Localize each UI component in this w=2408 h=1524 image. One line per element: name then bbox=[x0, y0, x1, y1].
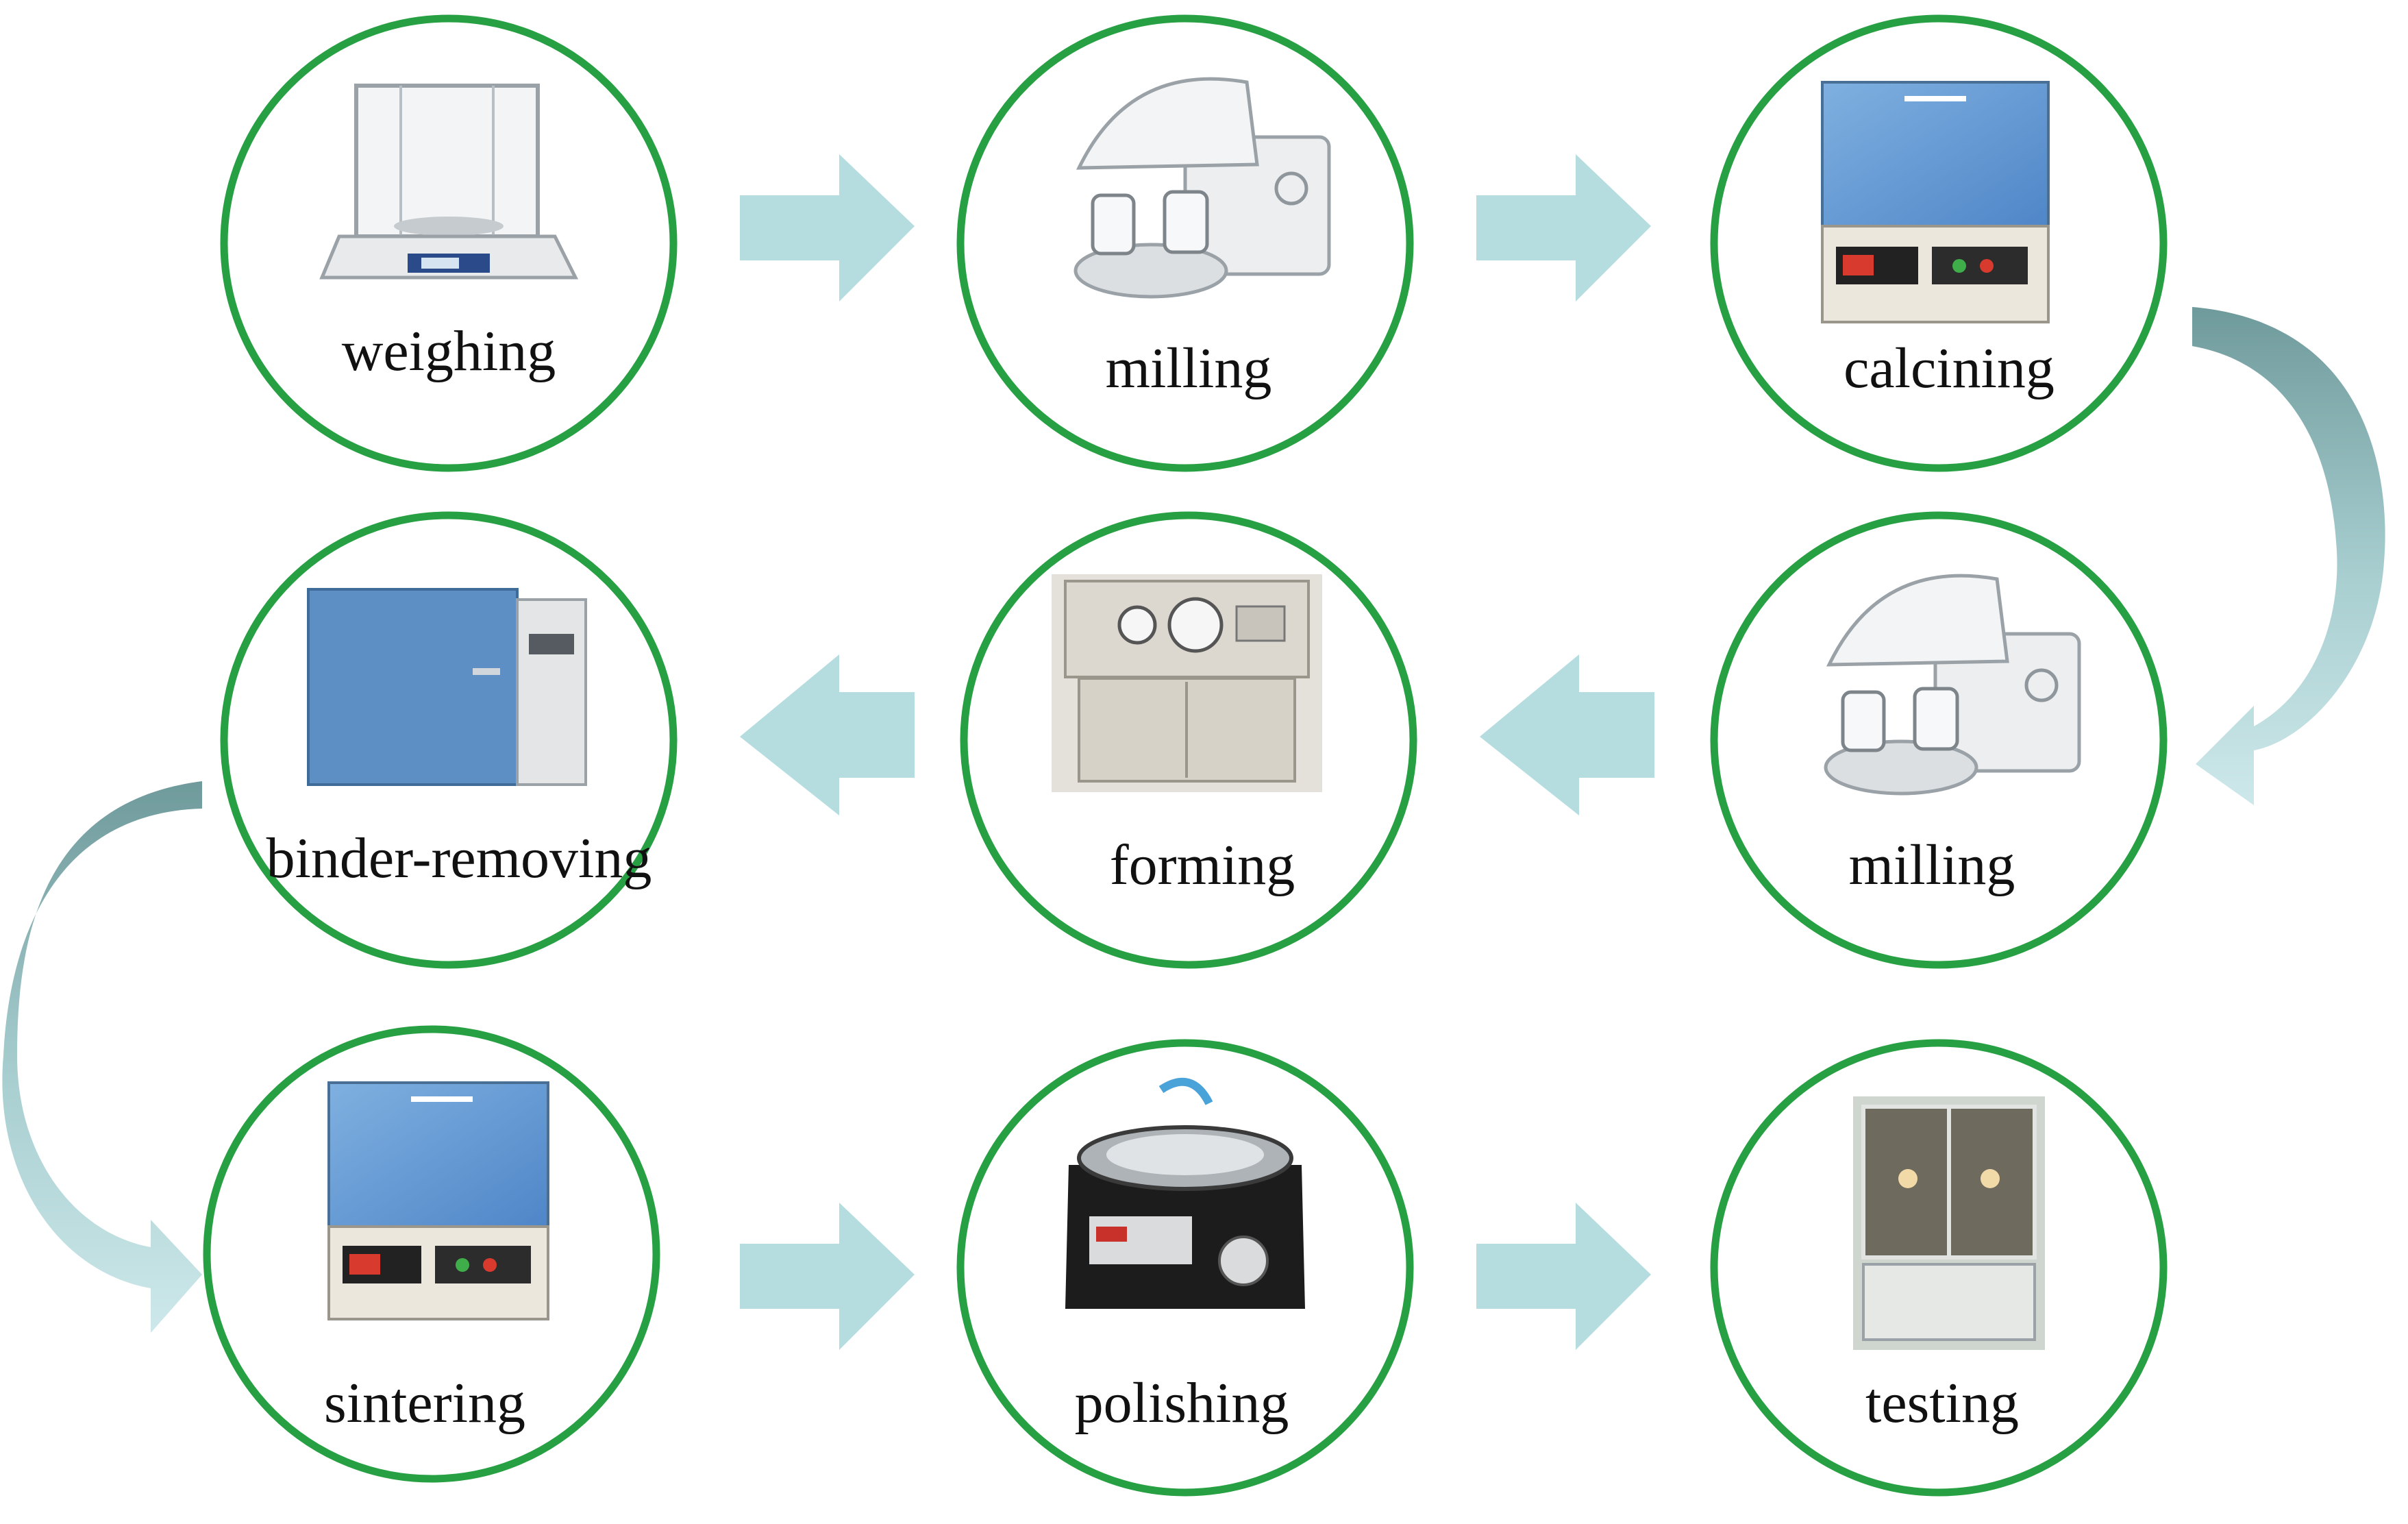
step-label: milling bbox=[1849, 833, 2015, 897]
drying-oven-icon bbox=[307, 588, 587, 786]
arrow-right-4 bbox=[1476, 1203, 1651, 1350]
arrow-right-1 bbox=[740, 154, 915, 302]
step-weighing: weighing bbox=[220, 14, 678, 472]
polishing-machine-icon bbox=[1065, 1077, 1305, 1309]
step-sintering: sintering bbox=[203, 1025, 660, 1483]
arrow-right-3 bbox=[740, 1203, 915, 1350]
step-polishing: polishing bbox=[956, 1039, 1414, 1497]
curved-arrow-left bbox=[2, 781, 202, 1333]
arrow-left-1 bbox=[1480, 654, 1654, 815]
muffle-furnace-icon bbox=[1821, 81, 2050, 323]
step-forming: forming bbox=[960, 511, 1417, 969]
planetary-ball-mill-icon bbox=[1073, 77, 1331, 299]
step-milling: milling bbox=[1710, 511, 2168, 969]
step-label: polishing bbox=[1075, 1371, 1289, 1435]
step-label: testing bbox=[1865, 1371, 2019, 1435]
step-label: calcining bbox=[1844, 336, 2055, 400]
analytical-balance-icon bbox=[319, 84, 579, 280]
step-testing: testing bbox=[1710, 1039, 2168, 1497]
step-label: weighing bbox=[342, 319, 556, 383]
arrow-left-2 bbox=[740, 654, 915, 815]
hydraulic-press-icon bbox=[1052, 574, 1322, 792]
step-label: binder-removing bbox=[266, 826, 652, 890]
muffle-furnace-icon bbox=[327, 1081, 549, 1320]
step-milling: milling bbox=[956, 14, 1414, 472]
step-label: sintering bbox=[324, 1371, 525, 1435]
step-calcining: calcining bbox=[1710, 14, 2168, 472]
planetary-ball-mill-icon bbox=[1824, 574, 2081, 796]
step-label: milling bbox=[1106, 336, 1272, 400]
test-chamber-icon bbox=[1853, 1096, 2045, 1350]
arrow-right-2 bbox=[1476, 154, 1651, 302]
curved-arrow-right bbox=[2192, 307, 2385, 805]
step-label: forming bbox=[1110, 833, 1295, 897]
step-binder-removing: binder-removing bbox=[220, 511, 678, 969]
